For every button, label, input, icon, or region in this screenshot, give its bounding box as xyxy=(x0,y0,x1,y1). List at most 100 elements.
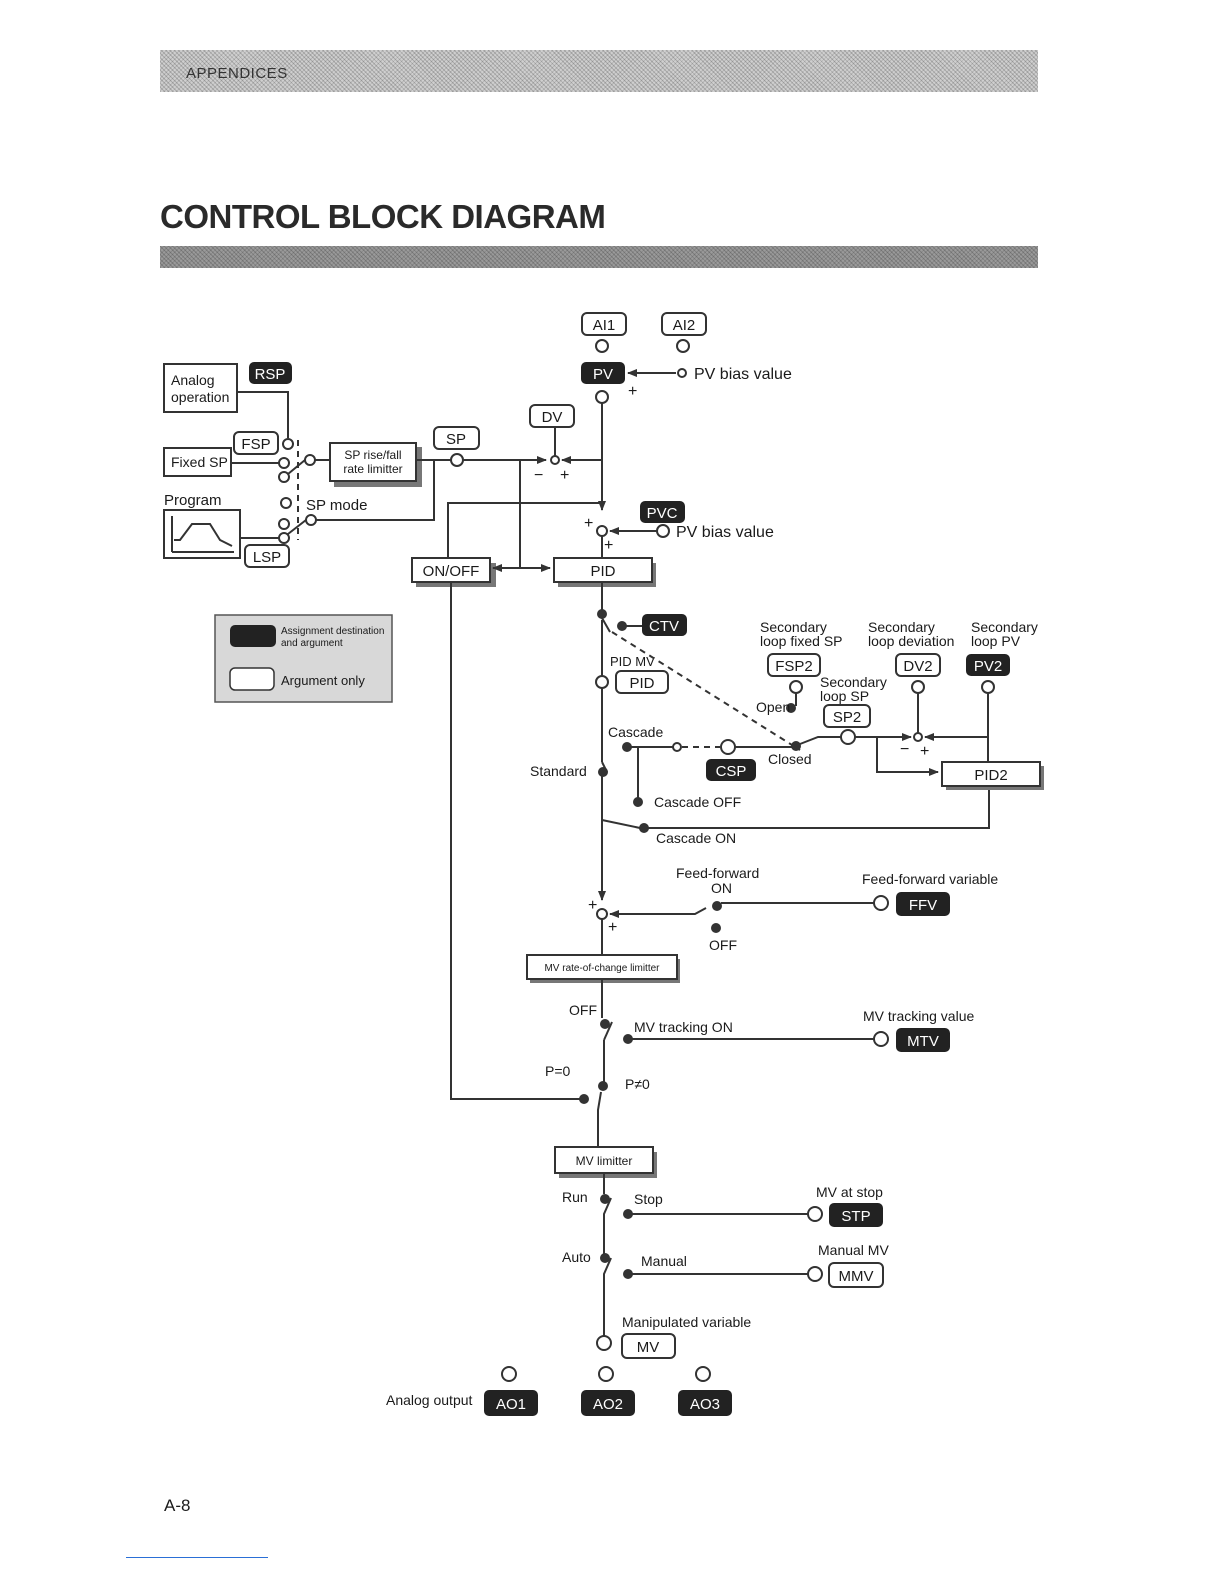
page-number: A-8 xyxy=(164,1496,191,1515)
csp-node xyxy=(720,739,736,755)
analog-output-label: Analog output xyxy=(386,1392,473,1408)
sp-tag: SP xyxy=(433,426,480,450)
secondary-loop: Secondary loop fixed SP Secondary loop d… xyxy=(756,619,1044,790)
csp-tag: CSP xyxy=(706,759,756,781)
svg-text:Secondary: Secondary xyxy=(760,619,827,635)
p-nonzero-label: P≠0 xyxy=(625,1076,650,1092)
mv-tracking-on-label: MV tracking ON xyxy=(634,1019,733,1035)
svg-text:FSP2: FSP2 xyxy=(775,658,813,675)
mv-rate-limiter-block: MV rate-of-change limitter xyxy=(526,954,680,983)
page-title: CONTROL BLOCK DIAGRAM xyxy=(160,198,606,235)
pid-mv-tag: PID xyxy=(615,670,669,694)
svg-text:loop PV: loop PV xyxy=(971,633,1021,649)
svg-text:+: + xyxy=(604,537,613,554)
fsp-tag: FSP xyxy=(233,431,279,455)
svg-text:AO3: AO3 xyxy=(690,1396,720,1413)
svg-text:AO2: AO2 xyxy=(593,1396,623,1413)
svg-text:DV: DV xyxy=(542,409,563,426)
sp-node xyxy=(450,453,464,467)
svg-text:CSP: CSP xyxy=(716,763,747,780)
pv2-tag: PV2 xyxy=(966,654,1010,676)
open-label: Open xyxy=(756,699,790,715)
secondary-summing-node xyxy=(913,732,923,742)
svg-text:SP rise/fall: SP rise/fall xyxy=(344,448,401,462)
svg-text:PID: PID xyxy=(590,563,615,580)
mv-at-stop-label: MV at stop xyxy=(816,1184,883,1200)
cascade-off-label: Cascade OFF xyxy=(654,794,741,810)
legend-light-swatch xyxy=(229,667,275,691)
fsp2-tag: FSP2 xyxy=(767,653,821,677)
dv-tag: DV xyxy=(529,404,575,428)
lsp-tag: LSP xyxy=(244,544,290,568)
pvc-bias-label: PV bias value xyxy=(676,524,774,541)
svg-text:CTV: CTV xyxy=(649,618,679,635)
ai1-node xyxy=(595,339,609,353)
svg-text:loop fixed SP: loop fixed SP xyxy=(760,633,843,649)
svg-text:+: + xyxy=(588,897,597,914)
closed-label: Closed xyxy=(768,751,812,767)
svg-text:PID2: PID2 xyxy=(974,767,1007,784)
pid-block: PID xyxy=(553,557,656,587)
output-section: + + Feed-forward ON OFF Feed-forward var… xyxy=(386,865,998,1416)
pvc-tag: PVC xyxy=(640,501,685,523)
fixed-sp-label: Fixed SP xyxy=(171,454,228,470)
pid2-block: PID2 xyxy=(941,761,1044,790)
analog-operation-box xyxy=(163,363,238,413)
legend: Assignment destination and argument Argu… xyxy=(214,614,393,703)
svg-text:PV2: PV2 xyxy=(974,658,1002,675)
svg-text:+: + xyxy=(584,515,593,532)
sp2-tag: SP2 xyxy=(823,704,871,728)
mtv-tag: MTV xyxy=(896,1028,950,1052)
manual-mv-label: Manual MV xyxy=(818,1242,889,1258)
tracking-off-label: OFF xyxy=(569,1002,597,1018)
auto-label: Auto xyxy=(562,1249,591,1265)
cascade-label: Cascade xyxy=(608,724,663,740)
legend-light-label: Argument only xyxy=(281,673,365,688)
svg-text:−: − xyxy=(534,467,543,484)
program-profile-icon xyxy=(171,516,234,553)
pv-node xyxy=(595,390,609,404)
svg-text:ON/OFF: ON/OFF xyxy=(423,563,480,580)
svg-text:MV: MV xyxy=(637,1339,660,1356)
svg-text:SP2: SP2 xyxy=(833,709,861,726)
ffv-tag: FFV xyxy=(896,892,950,916)
svg-text:Secondary: Secondary xyxy=(820,674,887,690)
p-zero-label: P=0 xyxy=(545,1063,571,1079)
switch-common-1 xyxy=(304,454,316,466)
svg-text:rate limitter: rate limitter xyxy=(343,462,402,476)
sp-mode-switch-arm-1 xyxy=(287,459,306,475)
fixed-sp-box xyxy=(163,447,232,477)
deviation-summing-node xyxy=(550,455,560,465)
sp-mode-switch-arm-2 xyxy=(287,519,307,535)
on-off-block: ON/OFF xyxy=(411,557,496,587)
switch-contact-rsp xyxy=(282,438,294,450)
sp-mode-label: SP mode xyxy=(306,497,367,514)
cascade-on-wire xyxy=(648,788,990,829)
svg-text:+: + xyxy=(920,743,929,760)
svg-text:MV rate-of-change limitter: MV rate-of-change limitter xyxy=(544,963,660,974)
stop-label: Stop xyxy=(634,1191,663,1207)
section-label: APPENDICES xyxy=(186,65,288,82)
svg-text:loop SP: loop SP xyxy=(820,688,869,704)
pid-mv-label: PID MV xyxy=(610,654,655,669)
pv-bias-label: PV bias value xyxy=(694,366,792,383)
svg-text:PV: PV xyxy=(593,366,613,383)
feedforward-on-label: ON xyxy=(711,880,732,896)
sp-input-section: Analog operation RSP FSP Fixed SP SP mod… xyxy=(163,362,547,568)
on-off-output-wire xyxy=(450,582,580,1100)
ao2-tag: AO2 xyxy=(581,1390,635,1416)
svg-text:+: + xyxy=(560,467,569,484)
switch-contact-fsp xyxy=(278,457,290,469)
analog-operation-label-2: operation xyxy=(171,389,229,405)
control-section: ON/OFF PID CTV PID MV PID Cascade xyxy=(411,557,990,1100)
title-underline-band xyxy=(160,246,1038,268)
legend-dark-label: Assignment destination xyxy=(281,626,384,637)
ao1-tag: AO1 xyxy=(484,1390,538,1416)
svg-text:STP: STP xyxy=(841,1208,870,1225)
rsp-wire xyxy=(237,391,289,438)
svg-text:loop deviation: loop deviation xyxy=(868,633,954,649)
ctv-tag: CTV xyxy=(642,614,687,636)
svg-text:DV2: DV2 xyxy=(903,658,932,675)
feedforward-summing-node xyxy=(596,908,608,920)
